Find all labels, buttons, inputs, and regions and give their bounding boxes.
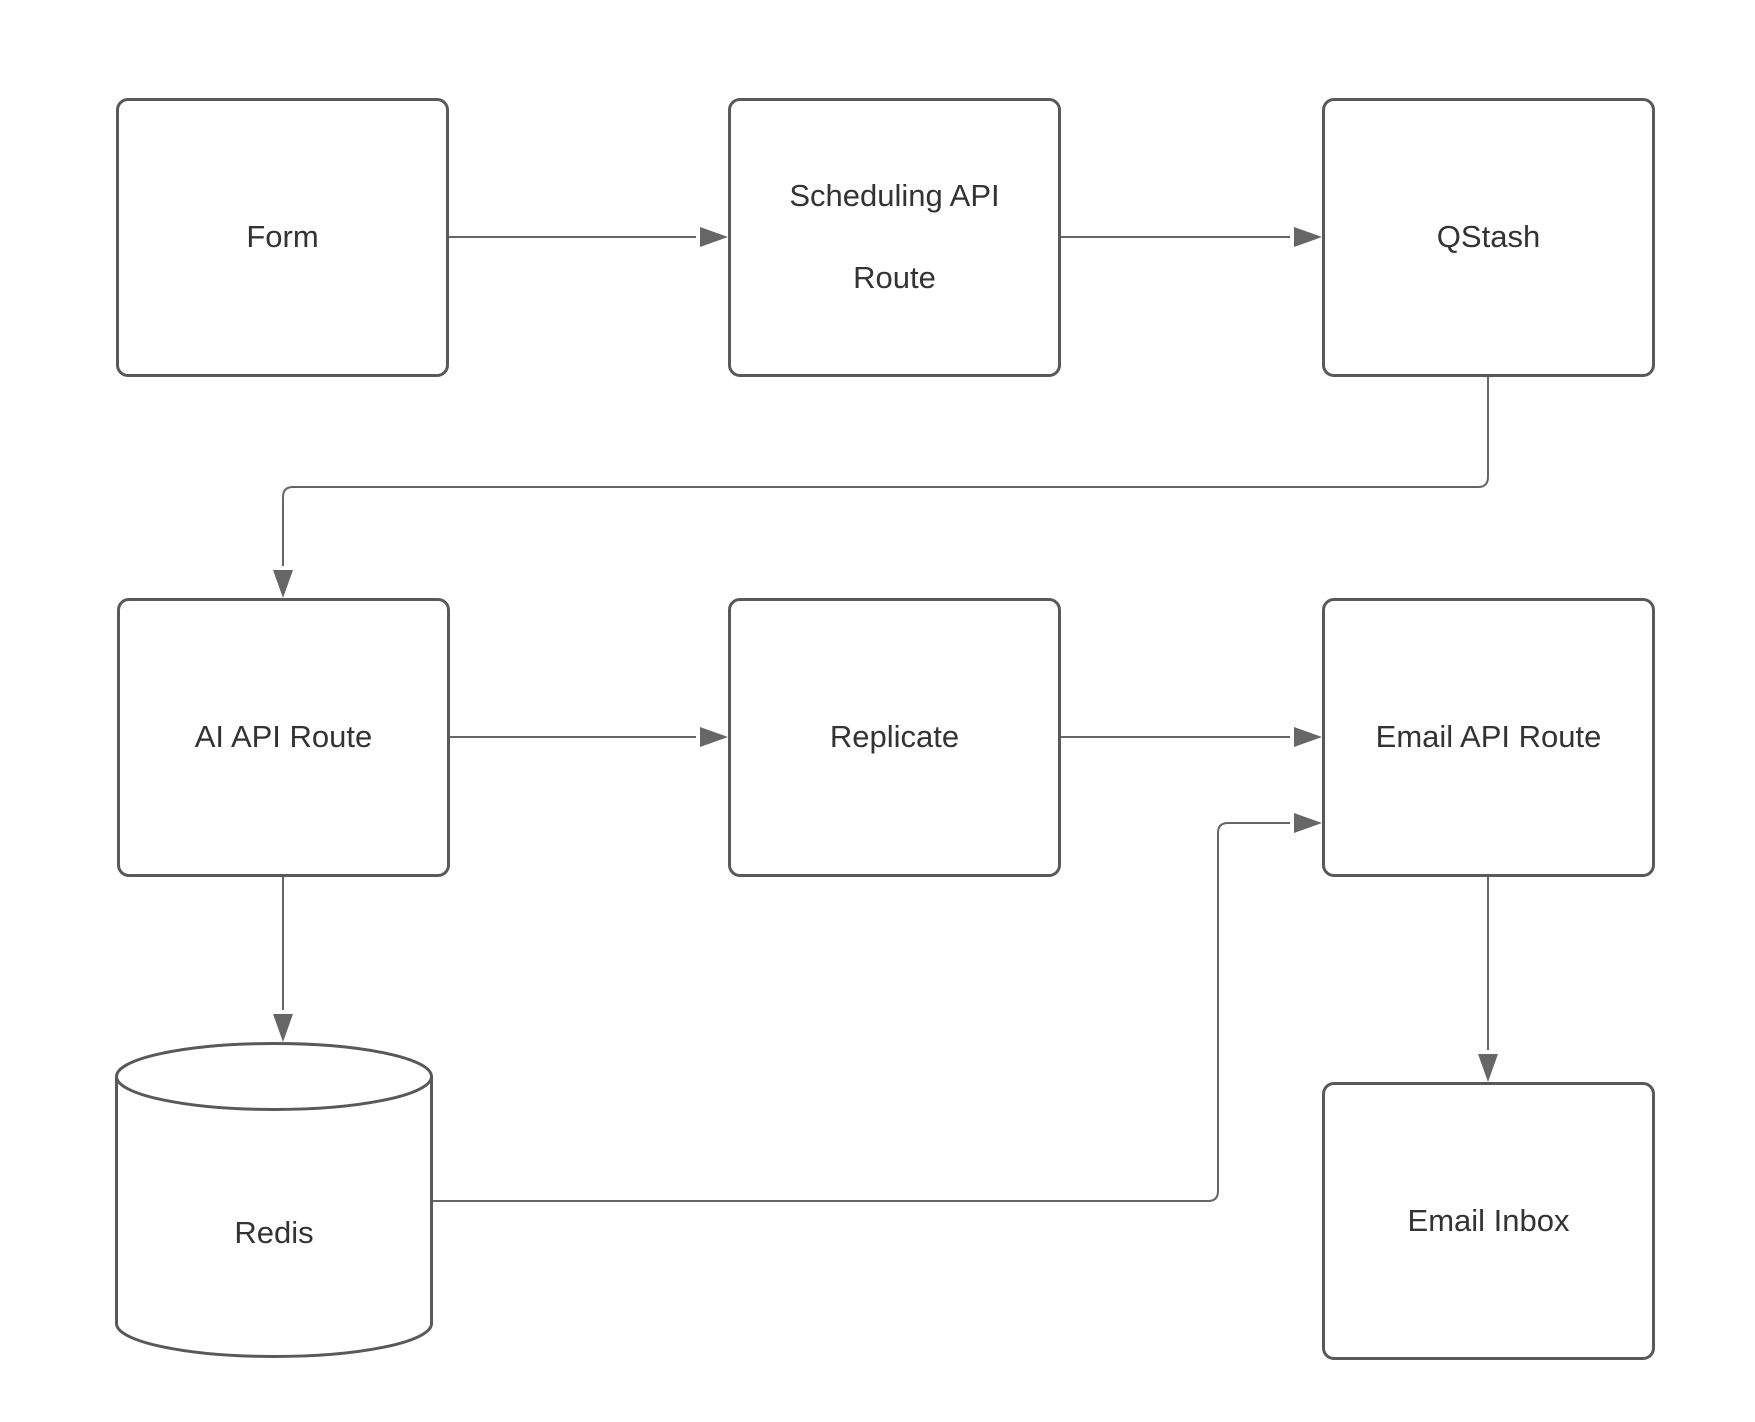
- edge-qstash-to-ai: [282, 377, 1489, 566]
- arrowhead-into-scheduling: [700, 227, 728, 247]
- edge-redis-to-email-api: [433, 822, 1290, 1202]
- node-email-inbox: Email Inbox: [1322, 1082, 1655, 1360]
- arrowhead-into-email-inbox: [1478, 1054, 1498, 1082]
- node-form: Form: [116, 98, 449, 377]
- arrowhead-into-ai-top: [273, 570, 293, 598]
- node-qstash: QStash: [1322, 98, 1655, 377]
- node-replicate-label: Replicate: [829, 719, 960, 755]
- node-redis-label: Redis: [234, 1215, 314, 1250]
- node-scheduling-label-line1: Scheduling API: [789, 178, 1000, 214]
- node-qstash-label: QStash: [1436, 219, 1541, 255]
- arrowhead-into-email-api-center: [1294, 727, 1322, 747]
- node-redis: Redis: [115, 1042, 433, 1358]
- node-email-inbox-label: Email Inbox: [1407, 1202, 1570, 1238]
- node-scheduling-label-line2: Route: [853, 259, 936, 295]
- arrowhead-into-redis-top: [273, 1014, 293, 1042]
- node-form-label: Form: [246, 219, 319, 255]
- node-email-api-route-label: Email API Route: [1375, 719, 1602, 755]
- node-replicate: Replicate: [728, 598, 1061, 877]
- node-ai-api-route: AI API Route: [117, 598, 450, 877]
- node-email-api-route: Email API Route: [1322, 598, 1655, 877]
- node-ai-api-route-label: AI API Route: [194, 719, 373, 755]
- node-scheduling-api-route: Scheduling API Route: [728, 98, 1061, 377]
- node-scheduling-api-route-label: Scheduling API Route: [779, 135, 1009, 340]
- arrowhead-into-qstash: [1294, 227, 1322, 247]
- arrowhead-into-email-api-lower: [1294, 813, 1322, 833]
- redis-cylinder-shape: [115, 1042, 433, 1358]
- arrowhead-into-replicate: [700, 727, 728, 747]
